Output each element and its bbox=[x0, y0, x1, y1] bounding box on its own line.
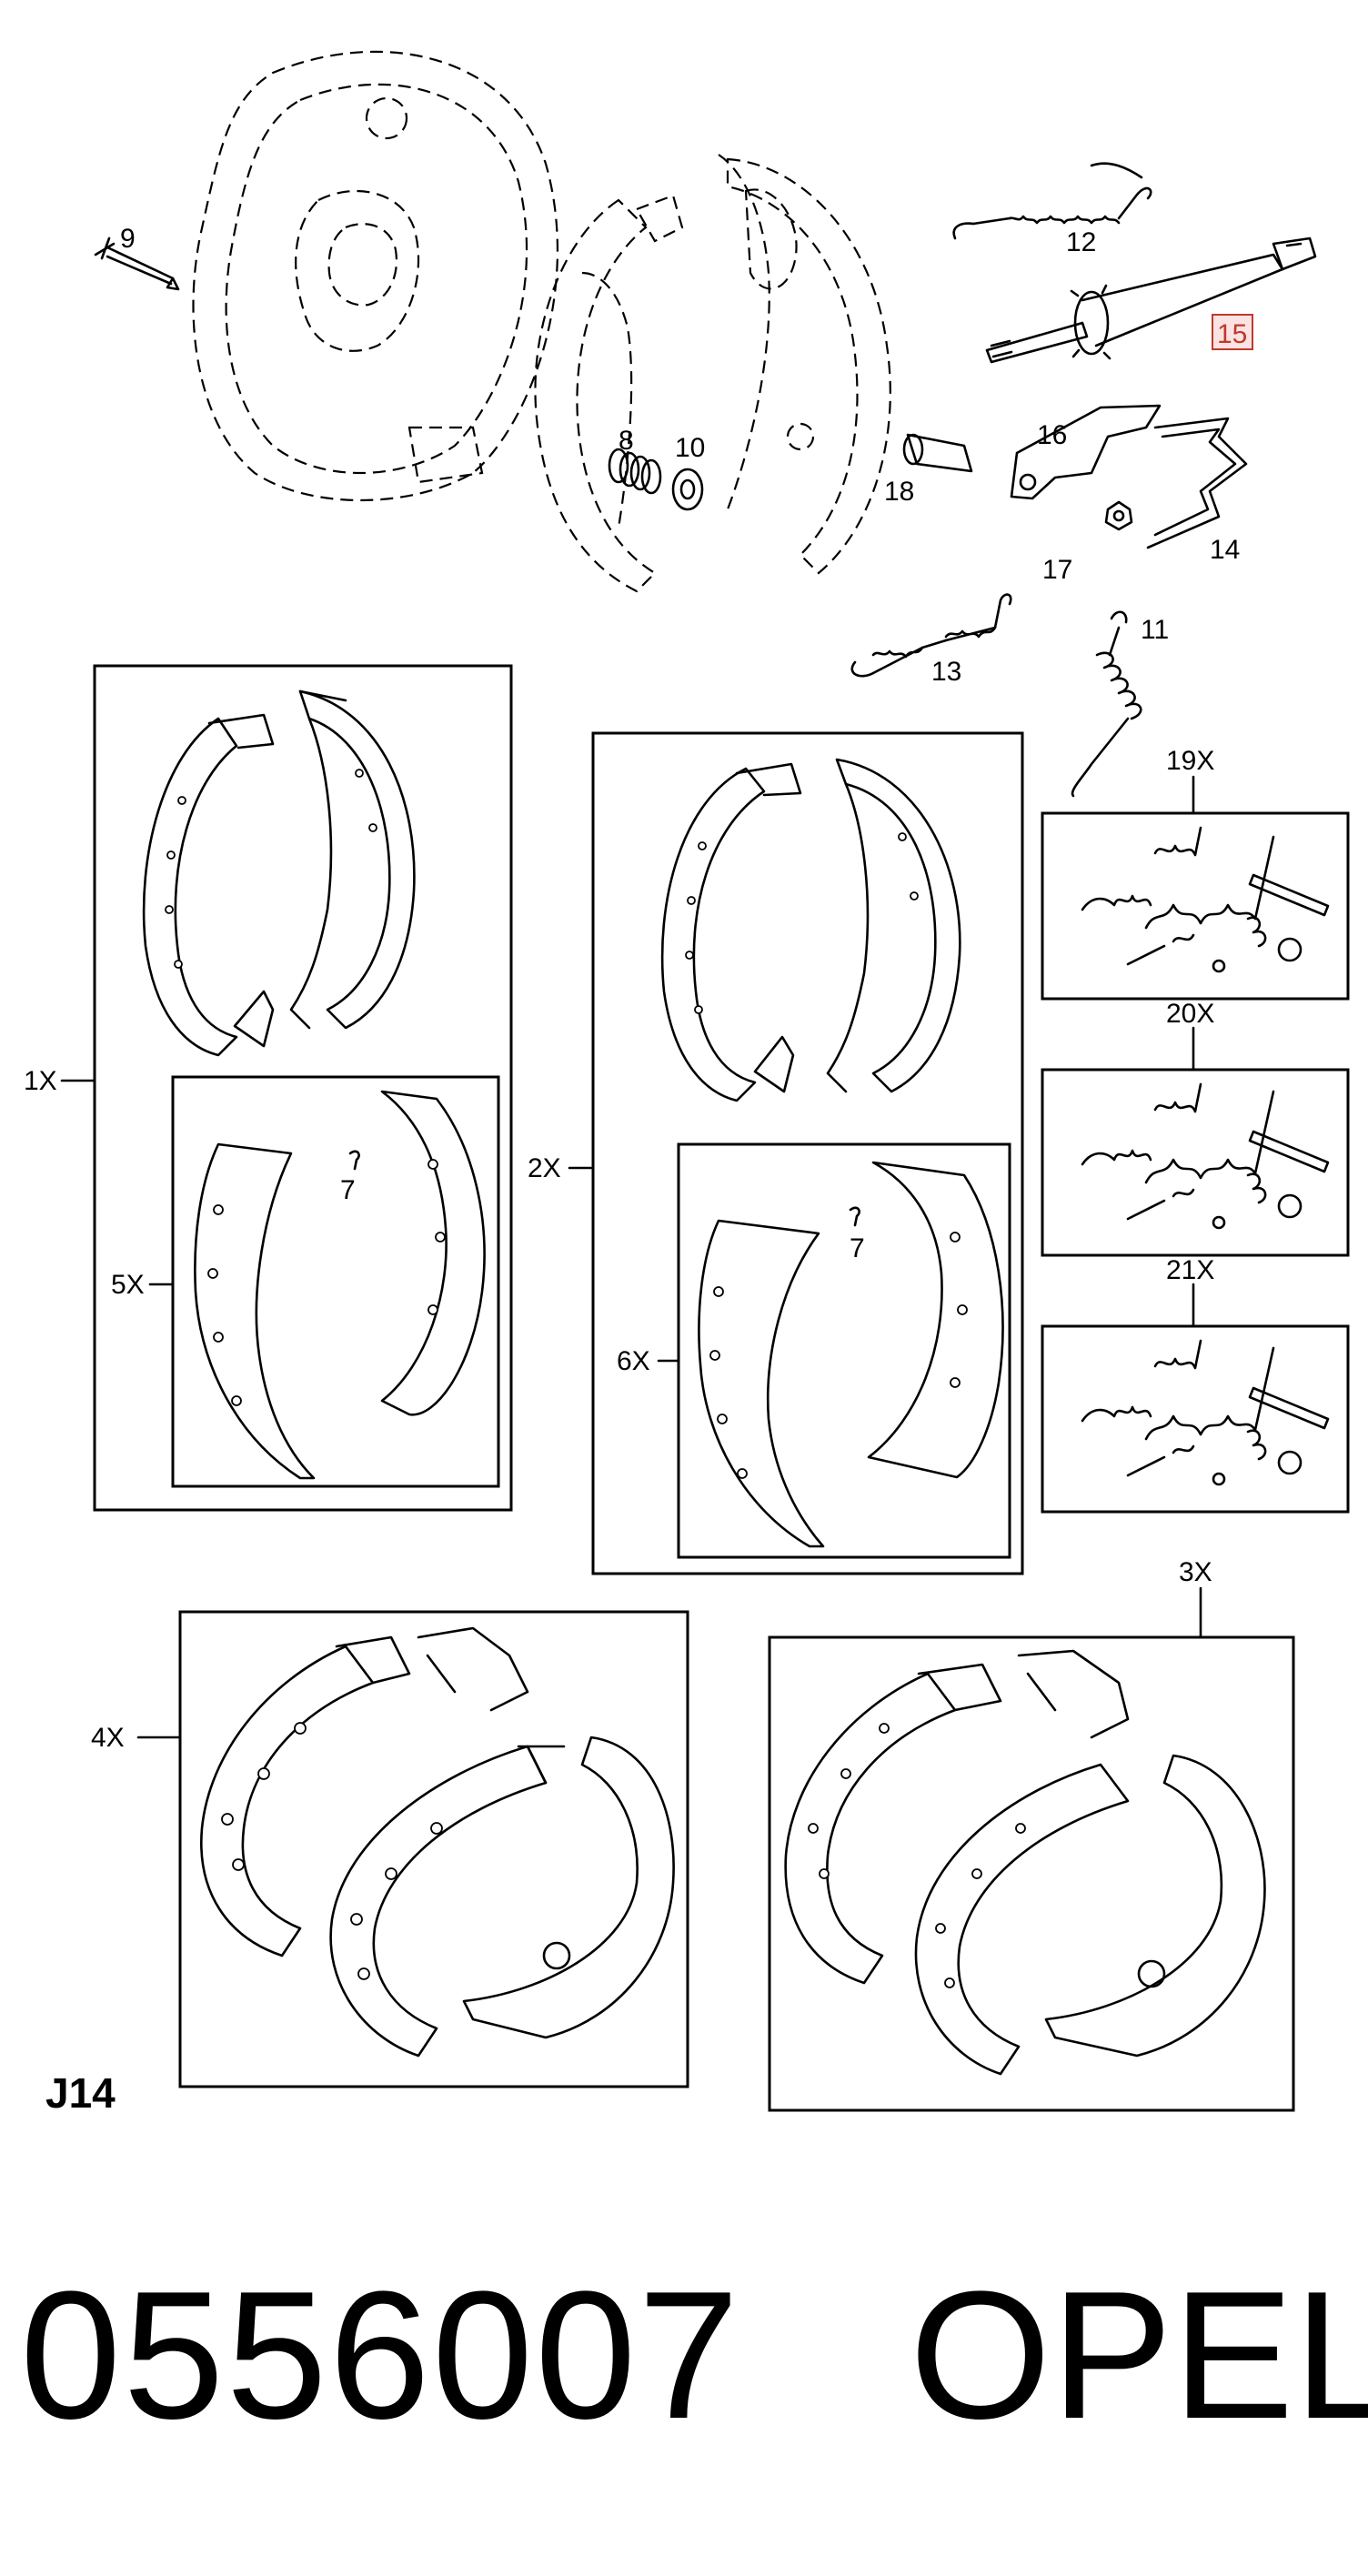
part-13-spring bbox=[850, 593, 1012, 678]
dashed-brake-shoe-right bbox=[718, 154, 891, 575]
lining-pair-5x bbox=[194, 1090, 486, 1480]
shoe-pair-2x bbox=[660, 758, 961, 1102]
label-5x: 5X bbox=[111, 1270, 145, 1300]
highlight-box-15 bbox=[1212, 314, 1253, 350]
part-10-washer bbox=[671, 468, 704, 511]
label-16: 16 bbox=[1037, 420, 1067, 450]
part-18-sleeve bbox=[902, 433, 973, 473]
label-7-left: 7 bbox=[340, 1175, 356, 1205]
label-8: 8 bbox=[619, 426, 634, 456]
label-14: 14 bbox=[1210, 535, 1240, 565]
label-3x: 3X bbox=[1179, 1557, 1212, 1587]
box-4x bbox=[178, 1610, 689, 2088]
label-2x: 2X bbox=[528, 1153, 561, 1183]
label-21x: 21X bbox=[1166, 1255, 1214, 1285]
part-14-strut bbox=[1146, 417, 1248, 549]
box-2x bbox=[591, 731, 1024, 1575]
label-19x: 19X bbox=[1166, 746, 1214, 776]
shoe-set-4x bbox=[200, 1626, 675, 2058]
label-15: 15 bbox=[1217, 319, 1247, 349]
part-12-spring bbox=[952, 162, 1152, 240]
shoe-set-3x bbox=[784, 1649, 1266, 2076]
box-6x bbox=[677, 1142, 1011, 1559]
box-5x bbox=[171, 1075, 500, 1488]
part-16-lever bbox=[1010, 404, 1162, 500]
dashed-brake-shoe-left bbox=[534, 194, 684, 593]
label-11: 11 bbox=[1141, 615, 1169, 645]
sheet-code: J14 bbox=[45, 2069, 116, 2117]
kit-21x bbox=[1041, 1283, 1350, 1514]
box-1x bbox=[93, 664, 513, 1512]
label-1x: 1X bbox=[24, 1066, 57, 1096]
part-9-pin bbox=[94, 236, 180, 291]
label-7-right: 7 bbox=[850, 1233, 865, 1263]
part-number: 0556007 bbox=[20, 2254, 741, 2457]
part-17-washer bbox=[1104, 500, 1133, 531]
shoe-pair-1x bbox=[142, 689, 416, 1057]
brand-name: OPEL bbox=[910, 2254, 1368, 2457]
label-6x: 6X bbox=[617, 1346, 650, 1376]
lining-pair-6x bbox=[698, 1161, 1004, 1548]
part-11-spring bbox=[1071, 610, 1142, 798]
label-9: 9 bbox=[120, 224, 136, 254]
kit-19x bbox=[1041, 775, 1350, 1001]
label-13: 13 bbox=[931, 657, 961, 687]
label-17: 17 bbox=[1042, 555, 1072, 585]
label-20x: 20X bbox=[1166, 999, 1214, 1029]
part-15-adjuster bbox=[985, 236, 1317, 364]
kit-20x bbox=[1041, 1026, 1350, 1257]
part-8-spring bbox=[608, 448, 662, 495]
label-18: 18 bbox=[884, 477, 914, 507]
label-4x: 4X bbox=[91, 1723, 125, 1753]
label-10: 10 bbox=[675, 433, 705, 463]
box-3x bbox=[768, 1635, 1295, 2112]
label-12: 12 bbox=[1066, 227, 1096, 257]
backing-plate-drawing bbox=[192, 50, 558, 501]
